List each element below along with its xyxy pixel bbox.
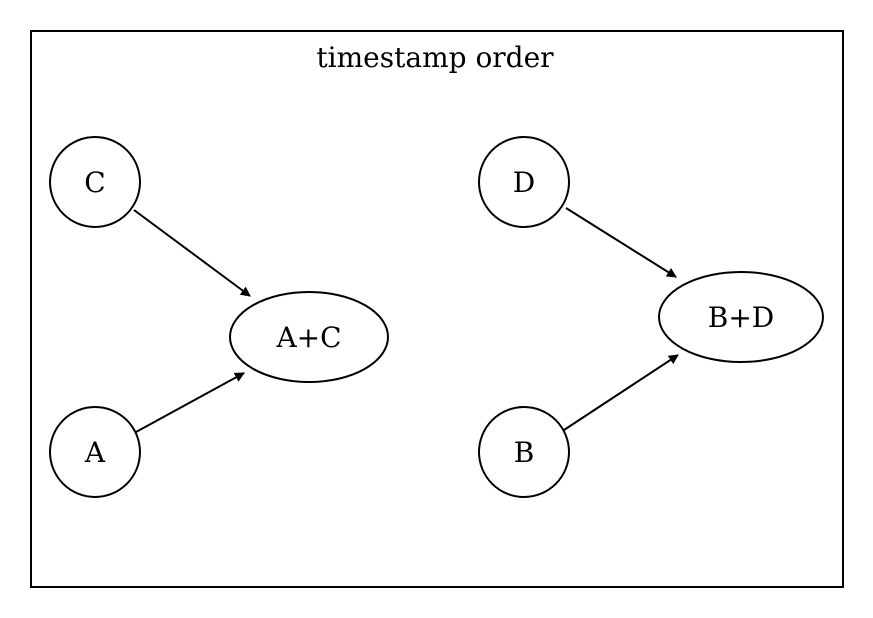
node-b[interactable]: B: [478, 406, 570, 498]
node-a-shape: [49, 406, 141, 498]
node-ac-label: A+C: [275, 321, 341, 354]
node-bd[interactable]: B+D: [658, 271, 824, 363]
edge-d-to-bd: [565, 207, 677, 278]
node-d-shape: [478, 136, 570, 228]
node-bd-shape: [658, 271, 824, 363]
cluster-border: [30, 30, 844, 588]
node-b-shape: [478, 406, 570, 498]
cluster-timestamp-order: timestamp order: [30, 30, 844, 588]
node-c[interactable]: C: [49, 136, 141, 228]
node-ac-shape: [229, 291, 389, 383]
node-c-label: C: [84, 166, 105, 199]
edge-c-to-ac: [133, 209, 251, 297]
node-b-label: B: [514, 436, 535, 469]
node-ac[interactable]: A+C: [229, 291, 389, 383]
node-c-shape: [49, 136, 141, 228]
edge-b-to-bd: [563, 354, 679, 431]
node-d[interactable]: D: [478, 136, 570, 228]
node-bd-label: B+D: [708, 301, 775, 334]
edge-a-to-ac: [135, 372, 245, 433]
node-a-label: A: [84, 436, 106, 469]
node-d-label: D: [513, 166, 535, 199]
edges: [133, 207, 679, 433]
cluster-title: timestamp order: [316, 41, 554, 74]
node-a[interactable]: A: [49, 406, 141, 498]
